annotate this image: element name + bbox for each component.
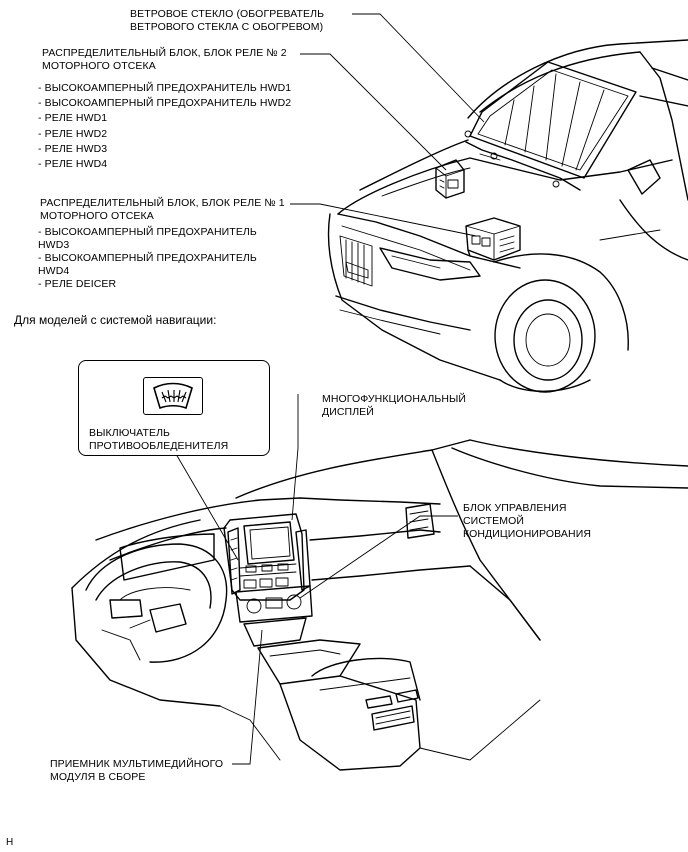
deicer-switch-callout: ВЫКЛЮЧАТЕЛЬ ПРОТИВООБЛЕДЕНИТЕЛЯ	[78, 360, 270, 456]
relay-block-2-item: - РЕЛЕ HWD3	[38, 142, 108, 155]
figure-code: H	[6, 837, 14, 848]
multifunction-display-label: МНОГОФУНКЦИОНАЛЬНЫЙ ДИСПЛЕЙ	[322, 393, 466, 419]
relay-block-2-title-line2: МОТОРНОГО ОТСЕКА	[42, 60, 156, 72]
relay-block-1-item: - РЕЛЕ DEICER	[38, 278, 117, 290]
ac-control-label-line3: КОНДИЦИОНИРОВАНИЯ	[463, 528, 592, 540]
multimedia-receiver-label-line1: ПРИЕМНИК МУЛЬТИМЕДИЙНОГО	[50, 758, 224, 770]
relay-block-2-title-line1: РАСПРЕДЕЛИТЕЛЬНЫЙ БЛОК, БЛОК РЕЛЕ № 2	[42, 47, 287, 59]
relay-block-2-item: - РЕЛЕ HWD4	[38, 158, 108, 171]
relay-block-2-items: - ВЫСОКОАМПЕРНЫЙ ПРЕДОХРАНИТЕЛЬ HWD1 - В…	[38, 81, 291, 172]
relay-block-1-title-line1: РАСПРЕДЕЛИТЕЛЬНЫЙ БЛОК, БЛОК РЕЛЕ № 1	[40, 197, 285, 209]
ac-control-label-line1: БЛОК УПРАВЛЕНИЯ	[463, 502, 567, 514]
block2-leader	[300, 53, 447, 171]
relay-block-1-items: - ВЫСОКОАМПЕРНЫЙ ПРЕДОХРАНИТЕЛЬ HWD3 - В…	[38, 226, 257, 291]
block1-leader	[290, 203, 477, 237]
deicer-switch-label-line2: ПРОТИВООБЛЕДЕНИТЕЛЯ	[89, 440, 229, 452]
switch-leader	[175, 453, 239, 561]
multifunction-display-label-line2: ДИСПЛЕЙ	[322, 406, 374, 418]
deicer-switch-label-line1: ВЫКЛЮЧАТЕЛЬ	[89, 427, 171, 439]
car-illustration	[327, 39, 688, 393]
relay-block-1-item: HWD3	[38, 239, 70, 251]
multimedia-receiver-label-line2: МОДУЛЯ В СБОРЕ	[50, 771, 146, 783]
ac-leader	[299, 515, 458, 599]
windshield-label: ВЕТРОВОЕ СТЕКЛО (ОБОГРЕВАТЕЛЬ ВЕТРОВОГО …	[130, 8, 324, 34]
relay-block-2-item: - ВЫСОКОАМПЕРНЫЙ ПРЕДОХРАНИТЕЛЬ HWD1	[38, 82, 292, 94]
relay-block-2-item: - ВЫСОКОАМПЕРНЫЙ ПРЕДОХРАНИТЕЛЬ HWD2	[38, 97, 292, 110]
relay-block-2-label: РАСПРЕДЕЛИТЕЛЬНЫЙ БЛОК, БЛОК РЕЛЕ № 2 МО…	[42, 47, 287, 73]
ac-control-label-line2: СИСТЕМОЙ	[463, 515, 525, 527]
ac-control-label: БЛОК УПРАВЛЕНИЯ СИСТЕМОЙ КОНДИЦИОНИРОВАН…	[463, 502, 591, 541]
display-leader	[291, 394, 299, 521]
deicer-switch-label: ВЫКЛЮЧАТЕЛЬ ПРОТИВООБЛЕДЕНИТЕЛЯ	[89, 427, 228, 453]
multimedia-receiver-label: ПРИЕМНИК МУЛЬТИМЕДИЙНОГО МОДУЛЯ В СБОРЕ	[50, 758, 223, 784]
windshield-label-line1: ВЕТРОВОЕ СТЕКЛО (ОБОГРЕВАТЕЛЬ	[130, 8, 325, 20]
multifunction-display-label-line1: МНОГОФУНКЦИОНАЛЬНЫЙ	[322, 393, 467, 405]
relay-block-1-item: - ВЫСОКОАМПЕРНЫЙ ПРЕДОХРАНИТЕЛЬ	[38, 252, 257, 264]
dashboard-illustration	[71, 439, 688, 771]
multifunction-display-shape	[243, 521, 295, 565]
relay-block-1-label: РАСПРЕДЕЛИТЕЛЬНЫЙ БЛОК, БЛОК РЕЛЕ № 1 МО…	[40, 197, 285, 223]
windshield-label-line2: ВЕТРОВОГО СТЕКЛА С ОБОГРЕВОМ)	[130, 21, 324, 33]
relay-block-2-item: - РЕЛЕ HWD2	[38, 127, 108, 140]
relay-block-2-item: - РЕЛЕ HWD1	[38, 112, 108, 125]
relay-block-1-title-line2: МОТОРНОГО ОТСЕКА	[40, 210, 154, 222]
nav-models-title: Для моделей с системой навигации:	[14, 313, 217, 327]
relay-block-1-icon	[465, 217, 521, 261]
receiver-leader	[232, 629, 263, 765]
relay-block-1-item: - ВЫСОКОАМПЕРНЫЙ ПРЕДОХРАНИТЕЛЬ	[38, 226, 257, 238]
windshield-deicer-icon	[143, 377, 203, 415]
windshield-leader	[352, 13, 485, 123]
relay-block-1-item: HWD4	[38, 265, 70, 277]
relay-block-2-icon	[435, 159, 465, 199]
